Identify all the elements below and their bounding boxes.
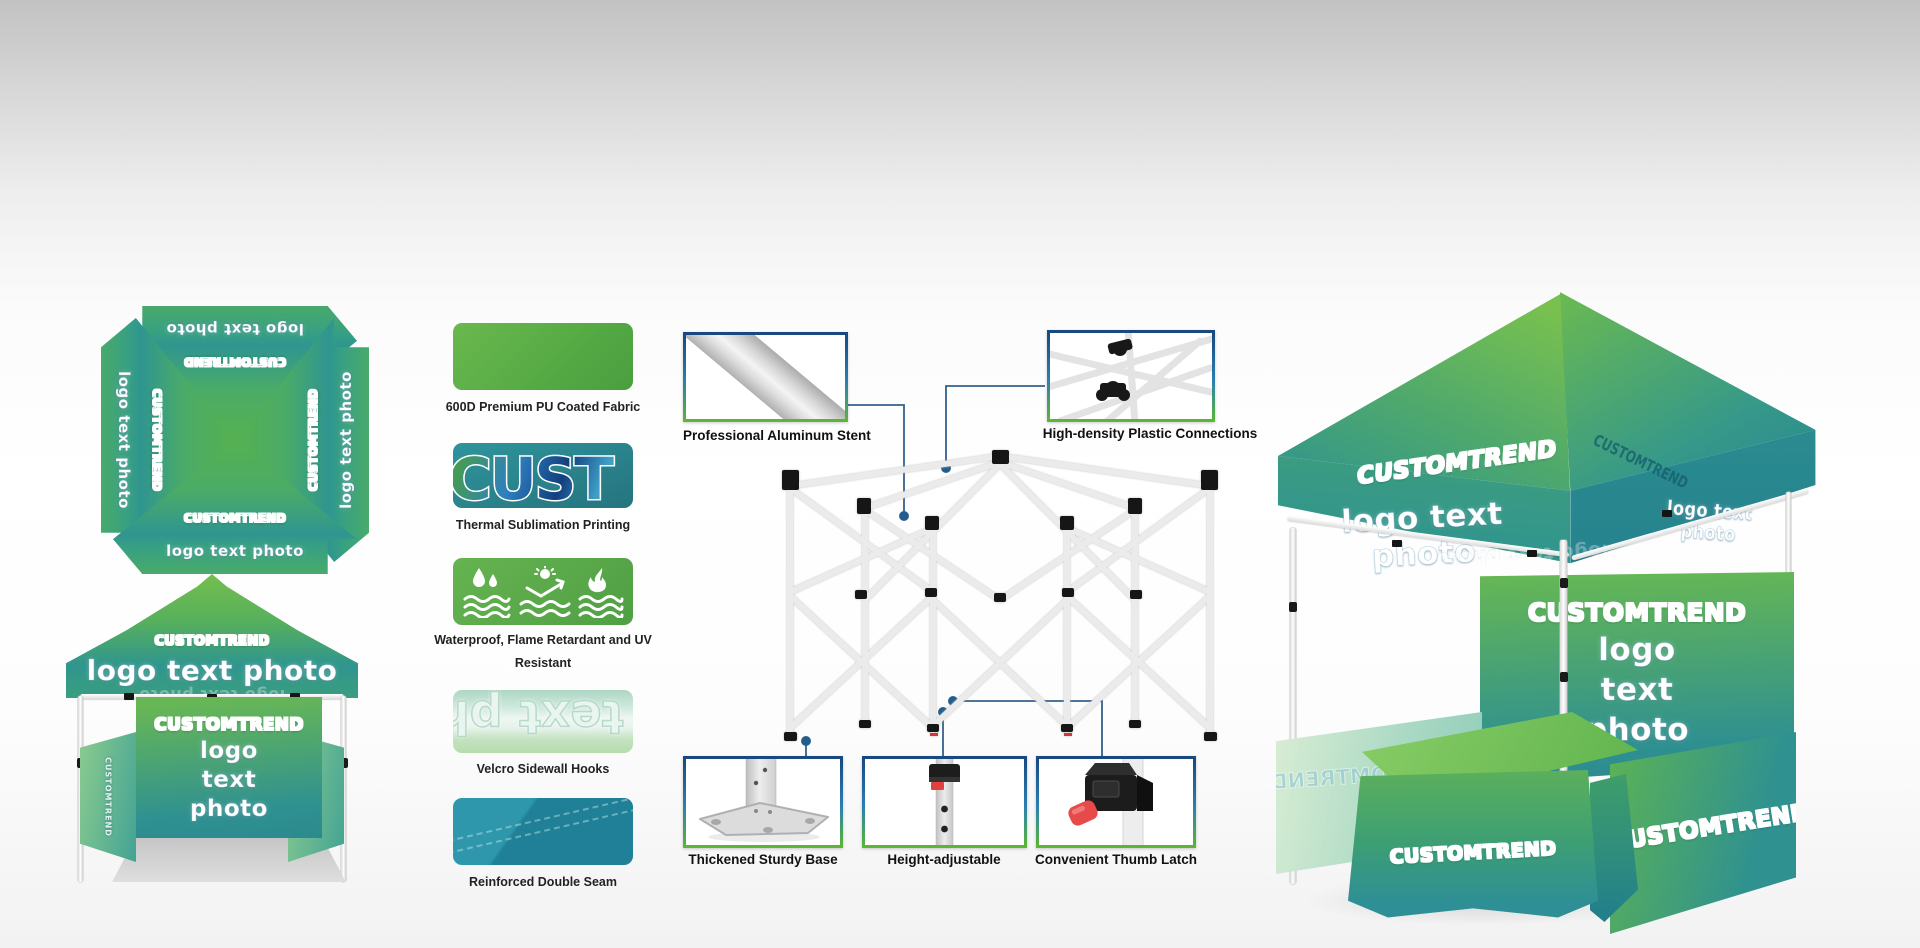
leg-knob [340, 758, 348, 768]
truss-clamp [1527, 550, 1537, 557]
weatherproof-swatch [453, 558, 633, 625]
thumb-latch-graphic [1068, 759, 1153, 845]
callout-box-plastic-connections [1047, 330, 1215, 422]
velcro-sample-text: text ph [453, 690, 624, 745]
seam-swatch [453, 798, 633, 865]
stitch-line [453, 801, 633, 857]
uv-resistant-icon [519, 565, 571, 617]
callout-box-aluminum-stent [683, 332, 848, 422]
branded-table: CUSTOMTREND [1338, 712, 1638, 922]
callout-box-thumb-latch [1036, 756, 1196, 848]
tent-leg-front-left [1290, 528, 1296, 884]
brand-name-print: CUSTOMTREND [113, 511, 357, 525]
feature-caption-seam: Reinforced Double Seam [469, 875, 617, 889]
callout-box-sturdy-base [683, 756, 843, 848]
table-cover-front: CUSTOMTREND [1348, 770, 1598, 918]
print-sample-graphic: CUST [453, 443, 633, 508]
logo-text-print: logo text photo [86, 654, 338, 688]
brand-name-print: CUSTOMTREND [1348, 835, 1598, 870]
sturdy-base-photo [686, 759, 840, 845]
feature-caption-fabric: 600D Premium PU Coated Fabric [445, 400, 641, 414]
aluminum-bar-graphic [686, 335, 845, 419]
tent-canopy: CUSTOMTREND logo text photo [66, 574, 358, 698]
waterproof-icon [463, 567, 511, 618]
sidewall-left: CUSTOMTREND [80, 732, 136, 862]
plastic-connections-photo [1050, 333, 1212, 419]
logo-word-print: logo [200, 738, 258, 765]
truss-clamp [1662, 510, 1672, 517]
tent-front-view: CUSTOMTREND logo text photo logo text ph… [62, 560, 362, 890]
callout-label-thumb-latch: Convenient Thumb Latch [1035, 852, 1197, 867]
brand-name-print: CUSTOMTREND [136, 715, 322, 735]
print-sample-text: CUST [453, 445, 614, 508]
truss-clamp [1392, 540, 1402, 547]
flame-retardant-icon [578, 567, 624, 618]
feature-caption-weatherproof: Waterproof, Flame Retardant and UV Resis… [434, 633, 652, 670]
logo-word-print: logo [1598, 632, 1676, 669]
height-adjust-graphic [929, 759, 960, 845]
leg-knob [1560, 578, 1568, 588]
leg-knob [1560, 672, 1568, 682]
connections-graphic [1050, 333, 1212, 419]
stitch-line [453, 798, 633, 845]
leg-knob [1289, 602, 1297, 612]
fabric-swatch [453, 323, 633, 390]
truss-clamp [290, 693, 300, 700]
brand-name-print: CUSTOMTREND [66, 634, 358, 649]
logo-text-print: logo text photo [166, 541, 304, 561]
feature-caption-printing: Thermal Sublimation Printing [455, 518, 631, 532]
tent-perspective-view: CUSTOMTREND CUSTOMTREND logo text photo … [1272, 282, 1820, 934]
canopy-flat-layout: CUSTOMTREND logo text photo CUSTOMTREND … [113, 306, 357, 574]
brand-name-print: CUSTOMTREND [1480, 598, 1794, 627]
feature-caption-velcro: Velcro Sidewall Hooks [476, 762, 610, 776]
callout-label-aluminum-stent: Professional Aluminum Stent [683, 428, 871, 443]
callout-label-height-adjustable: Height-adjustable [887, 852, 1001, 867]
thumb-latch-photo [1039, 759, 1193, 845]
back-wall: CUSTOMTREND logo text photo [136, 697, 322, 838]
printing-swatch: CUST [453, 443, 633, 508]
truss-clamp [124, 693, 134, 700]
callout-box-height-adjustable [862, 756, 1027, 848]
brand-name-print: CUSTOMTREND [103, 757, 113, 837]
callout-label-plastic-connections: High-density Plastic Connections [1042, 426, 1258, 441]
velcro-swatch: text ph [453, 690, 633, 753]
callout-label-sturdy-base: Thickened Sturdy Base [688, 852, 838, 867]
height-adjustable-photo [865, 759, 1024, 845]
base-graphic [699, 759, 829, 842]
aluminum-stent-photo [686, 335, 845, 419]
tent-frame-skeleton [782, 450, 1218, 741]
text-word-print: text [201, 767, 257, 794]
photo-word-print: photo [190, 796, 268, 823]
text-word-print: text [1600, 672, 1674, 709]
